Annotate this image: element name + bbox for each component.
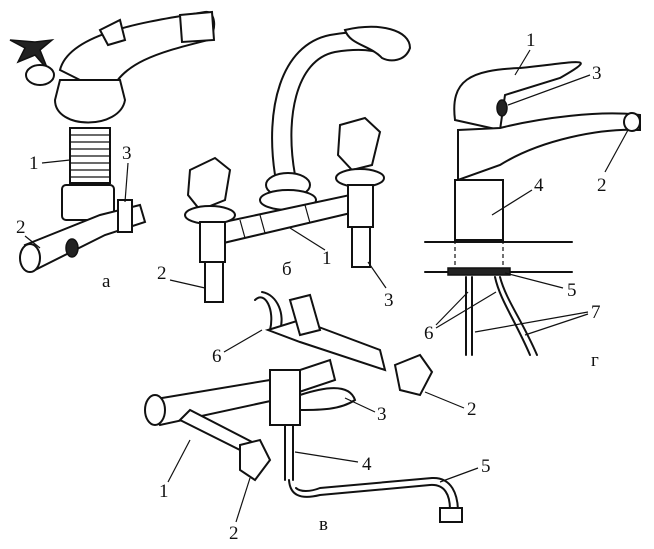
label-g-6: 6 <box>424 323 434 344</box>
label-a-3: 3 <box>122 143 132 164</box>
label-a-2: 2 <box>16 217 26 238</box>
label-v-2-right: 2 <box>467 399 477 420</box>
caption-b: б <box>282 259 292 280</box>
label-v-5: 5 <box>481 456 491 477</box>
label-v-3: 3 <box>377 404 387 425</box>
label-g-5: 5 <box>567 280 577 301</box>
faucet-g <box>424 61 641 356</box>
label-g-4: 4 <box>534 175 544 196</box>
label-v-2-bottom: 2 <box>229 523 239 544</box>
caption-v: в <box>319 514 328 535</box>
label-b-1: 1 <box>322 248 332 269</box>
label-b-3: 3 <box>384 290 394 311</box>
faucet-b <box>184 25 412 303</box>
caption-g: г <box>591 350 599 371</box>
caption-a: а <box>102 271 111 292</box>
faucet-v <box>144 291 463 523</box>
faucet-a <box>9 10 216 273</box>
label-v-6: 6 <box>212 346 222 367</box>
label-g-1: 1 <box>526 30 536 51</box>
label-v-4: 4 <box>362 454 372 475</box>
label-a-1: 1 <box>29 153 39 174</box>
label-b-2: 2 <box>157 263 167 284</box>
label-g-7: 7 <box>591 302 601 323</box>
label-g-2: 2 <box>597 175 607 196</box>
label-g-3: 3 <box>592 63 602 84</box>
label-v-1: 1 <box>159 481 169 502</box>
